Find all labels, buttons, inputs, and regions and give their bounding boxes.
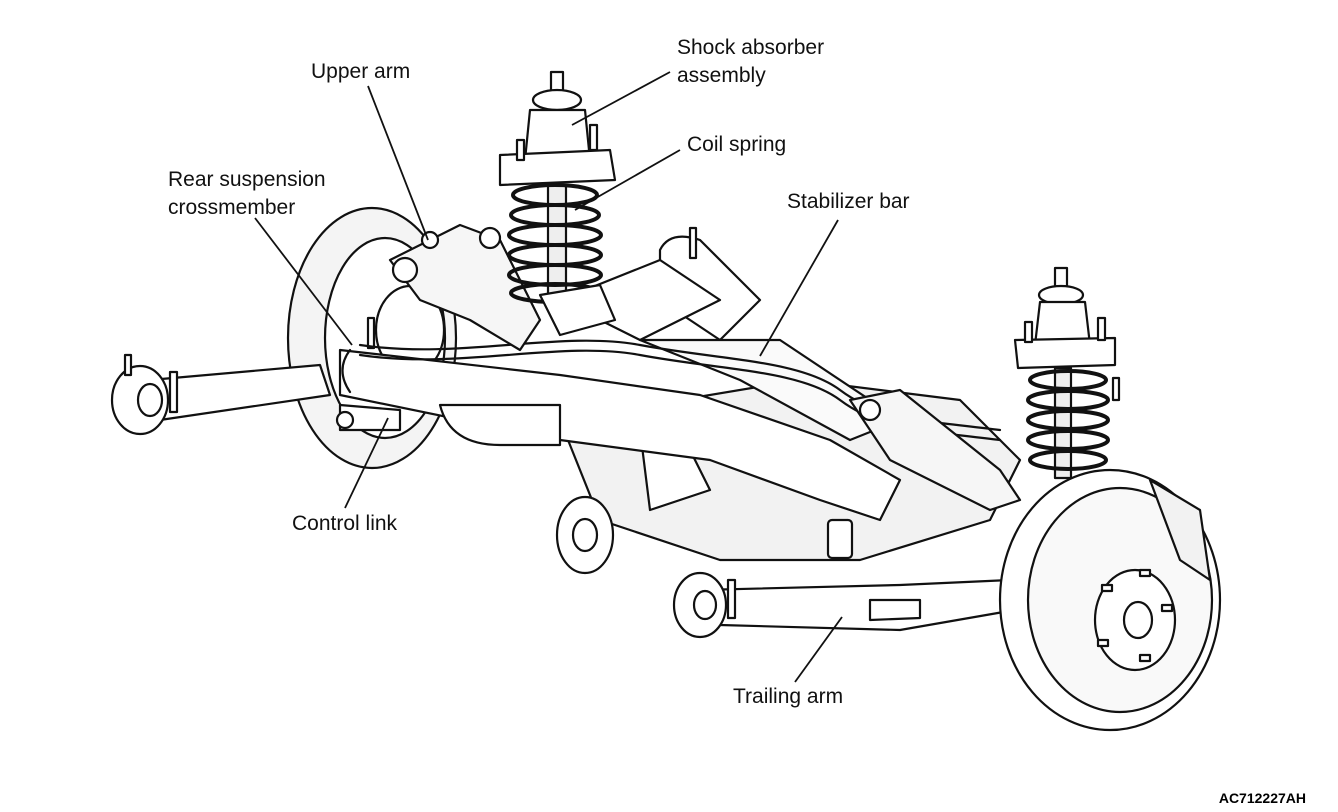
left-spring-seat (538, 283, 617, 337)
right-brake-disc (998, 468, 1222, 732)
right-upper-arm (848, 388, 1022, 512)
leader-trailing-arm (794, 616, 843, 683)
stabilizer-bar-label: Stabilizer bar (787, 190, 910, 213)
leader-upper-arm (367, 85, 429, 241)
rear-crossmember-label-line1: Rear suspension (168, 168, 326, 191)
upper-arm-label: Upper arm (311, 60, 411, 83)
figure-code: AC712227AH (1218, 790, 1306, 806)
shock-absorber-label-line2: assembly (677, 64, 766, 87)
control-link-label: Control link (292, 512, 398, 535)
leader-lines (254, 71, 843, 683)
rear-crossmember-label-line2: crossmember (168, 196, 296, 219)
coil-spring-label: Coil spring (687, 133, 787, 156)
left-upper-arm (388, 223, 542, 352)
leader-rear-crossmember (254, 217, 353, 346)
trailing-arm-label: Trailing arm (733, 685, 844, 708)
trailing-arm (672, 571, 1017, 639)
leader-coil-spring (574, 149, 681, 211)
leader-control-link (344, 417, 389, 509)
leader-shock-absorber (571, 71, 671, 126)
control-link (335, 403, 402, 432)
left-lower-arm (110, 353, 332, 436)
shock-absorber-label-line1: Shock absorber (677, 36, 825, 59)
right-coil-spring (1026, 369, 1110, 471)
left-shock-absorber (498, 70, 617, 302)
leader-stabilizer-bar (759, 219, 839, 357)
